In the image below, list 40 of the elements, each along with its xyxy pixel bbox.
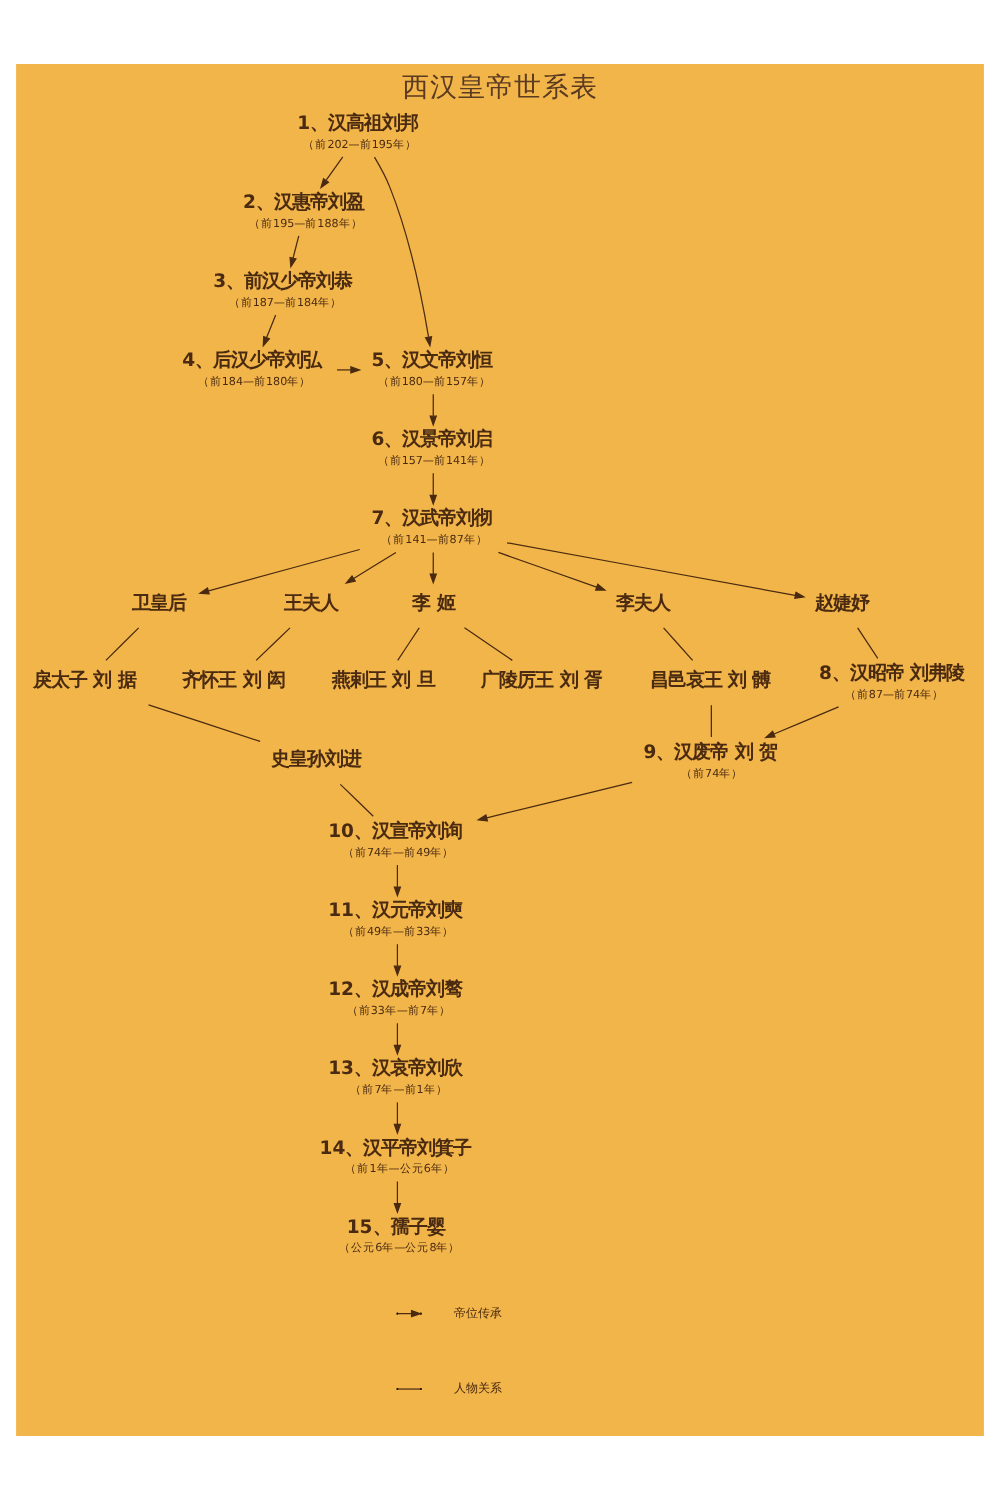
connector — [255, 627, 291, 661]
node-text: 赵婕妤 — [815, 593, 870, 616]
diagram-title: 西汉皇帝世系表 — [402, 71, 598, 104]
node-text: 李夫人 — [616, 593, 671, 616]
arrow — [429, 393, 438, 427]
node-text: 史皇孙刘进 — [271, 749, 362, 772]
arrow — [393, 1180, 402, 1215]
connector — [397, 627, 420, 661]
connector — [662, 627, 694, 661]
node-text: 广陵厉王 刘 胥 — [481, 670, 603, 693]
arrow — [476, 781, 633, 822]
arrow — [393, 864, 402, 898]
arrow — [289, 235, 300, 269]
node-text: 卫皇后 — [131, 593, 186, 616]
connector — [857, 627, 879, 659]
node-text: 昌邑哀王 刘 髆 — [649, 670, 771, 693]
node-text: 李 姬 — [412, 593, 455, 616]
arrow — [344, 551, 397, 585]
connector — [339, 783, 374, 817]
connector — [710, 704, 712, 738]
arrow — [373, 156, 433, 348]
arrow — [506, 542, 806, 600]
node-text: 燕剌王 刘 旦 — [331, 670, 435, 693]
arrow — [336, 366, 362, 374]
connector — [463, 627, 513, 661]
arrow — [393, 1101, 402, 1135]
arrow — [319, 156, 344, 190]
node-text: 戾太子 刘 据 — [32, 670, 136, 693]
arrow — [393, 1022, 402, 1056]
arrow — [497, 551, 607, 591]
node-text: 齐怀王 刘 闳 — [182, 670, 286, 693]
connector — [147, 704, 261, 743]
arrow — [429, 552, 438, 585]
connector — [105, 627, 140, 661]
arrow — [393, 943, 402, 977]
node-text: 王夫人 — [283, 593, 338, 616]
arrow — [764, 706, 840, 739]
arrow — [198, 548, 361, 595]
arrow — [429, 472, 438, 506]
arrow — [262, 314, 277, 348]
